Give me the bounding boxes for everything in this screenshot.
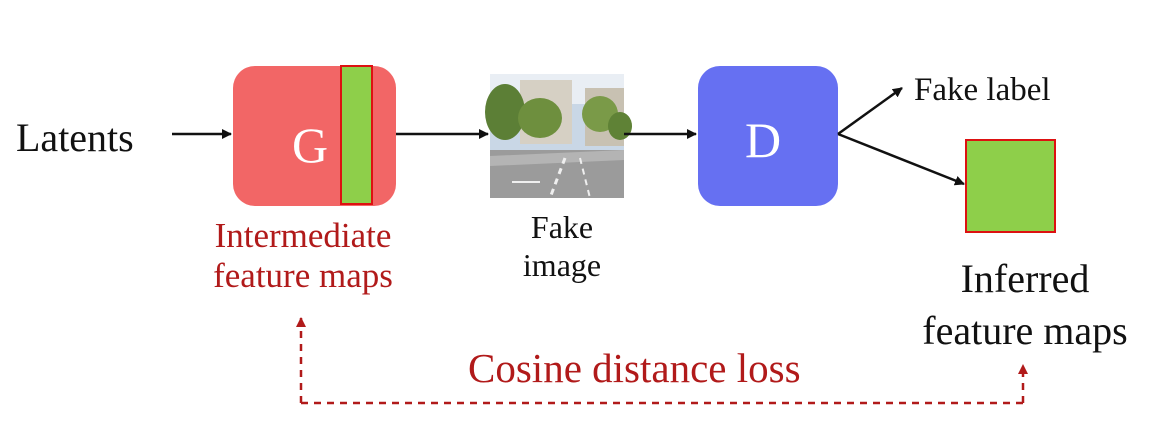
- generator-label: G: [292, 117, 329, 173]
- cosine-distance-loss-label: Cosine distance loss: [468, 345, 801, 391]
- arrow-d-to-fake-label: [837, 86, 903, 136]
- fake-label-text: Fake label: [914, 72, 1051, 108]
- inferred-feature-map-square: [965, 139, 1056, 233]
- inferred-feature-maps-caption: Inferred feature maps: [922, 256, 1128, 353]
- intermediate-feature-map-strip: [340, 65, 373, 205]
- fake-image-thumbnail: [485, 74, 632, 199]
- discriminator-box: [698, 66, 838, 206]
- discriminator-label: D: [745, 112, 782, 168]
- fake-image-caption: Fake image: [522, 209, 602, 284]
- arrow-d-to-inferred-maps: [837, 132, 965, 186]
- intermediate-feature-maps-caption: Intermediate feature maps: [213, 216, 393, 296]
- latents-label: Latents: [16, 115, 134, 160]
